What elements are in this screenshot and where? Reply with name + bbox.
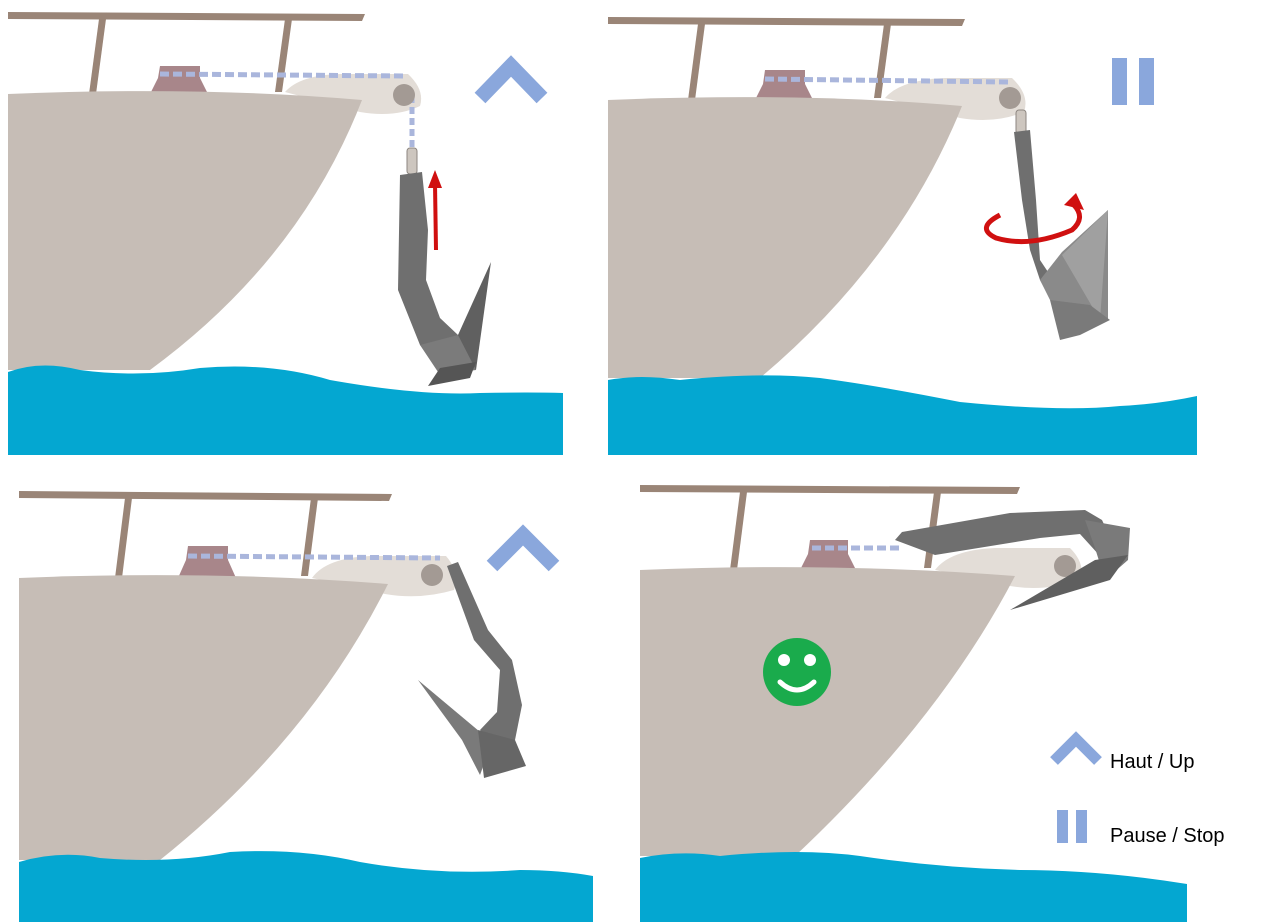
red-up-arrow bbox=[428, 170, 442, 250]
up-chevron-icon bbox=[480, 66, 542, 98]
legend-up-chevron-icon bbox=[1054, 739, 1098, 761]
boat-hull bbox=[19, 575, 388, 860]
roller-wheel bbox=[393, 84, 415, 106]
water bbox=[640, 852, 1187, 922]
roller-wheel bbox=[999, 87, 1021, 109]
anchor-shackle bbox=[407, 148, 417, 174]
bow-cleat bbox=[800, 540, 856, 570]
boat-hull bbox=[8, 91, 362, 370]
roller-wheel bbox=[421, 564, 443, 586]
panel-3 bbox=[19, 491, 593, 922]
water bbox=[608, 375, 1197, 455]
water bbox=[8, 365, 563, 455]
bow-cleat bbox=[178, 546, 236, 578]
smiley-icon bbox=[763, 638, 831, 706]
legend-pause-icon bbox=[1057, 810, 1087, 843]
panel-1 bbox=[8, 12, 563, 455]
legend: Haut / Up Pause / Stop bbox=[1054, 739, 1225, 847]
panel-2 bbox=[608, 17, 1197, 455]
bow-cleat bbox=[150, 66, 208, 94]
boat-hull bbox=[608, 97, 962, 378]
up-chevron-icon bbox=[492, 535, 554, 566]
anchor bbox=[398, 172, 491, 386]
legend-up-label: Haut / Up bbox=[1110, 751, 1194, 773]
pause-icon bbox=[1112, 58, 1154, 105]
panel-4 bbox=[640, 485, 1187, 922]
legend-pause-label: Pause / Stop bbox=[1110, 825, 1225, 847]
anchor-shackle bbox=[1016, 110, 1026, 134]
water bbox=[19, 851, 593, 922]
boat-hull bbox=[640, 567, 1015, 856]
bow-cleat bbox=[755, 70, 813, 100]
